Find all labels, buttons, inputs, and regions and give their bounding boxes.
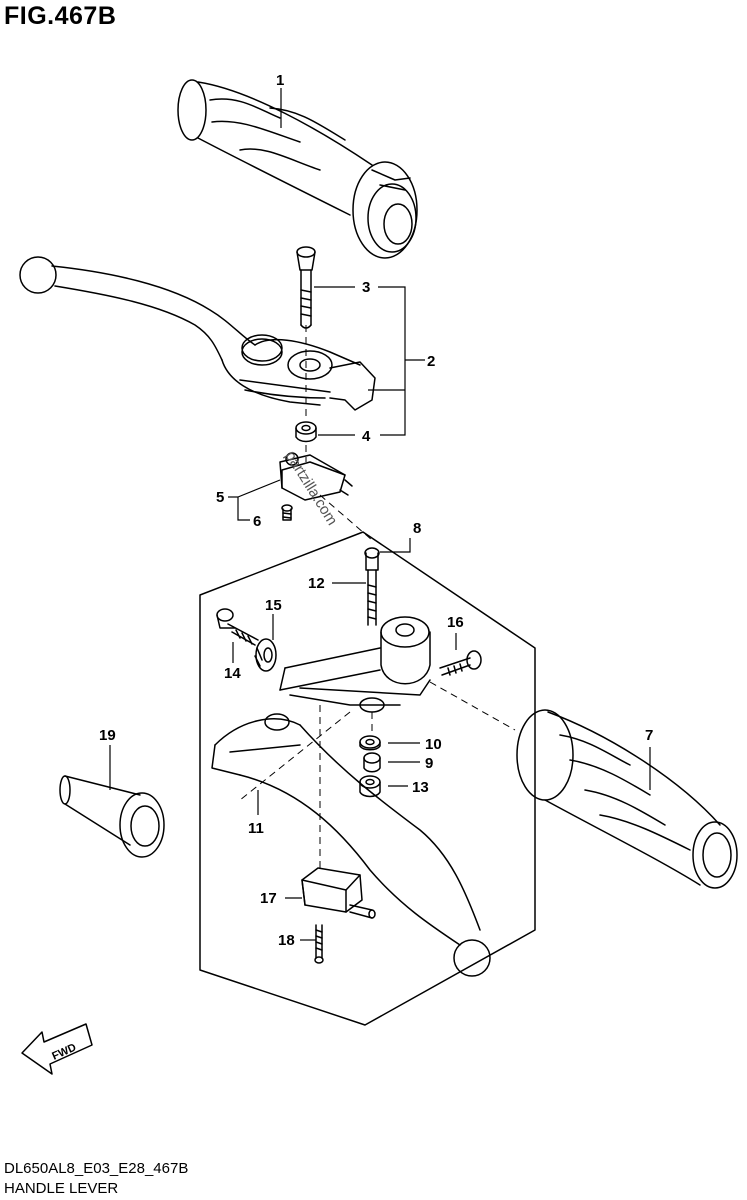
assembly-dash-lines [239, 325, 516, 870]
upper-lever-part [19, 256, 376, 411]
pivot-bolt-part [364, 547, 380, 626]
lever-bracket-part [279, 616, 431, 713]
callout-14: 14 [224, 665, 241, 682]
lever-assembly-frame [199, 531, 536, 1026]
fwd-arrow [21, 1023, 93, 1075]
leader-lines [109, 88, 651, 941]
grip-right-part [516, 709, 738, 889]
callout-8: 8 [413, 520, 421, 537]
pivot-washer-part [359, 735, 381, 751]
callout-1: 1 [276, 72, 284, 89]
bracket-bolt-part [216, 608, 259, 646]
footer-model-code: DL650AL8_E03_E28_467B [4, 1160, 189, 1177]
switch-screw-lower-part [314, 924, 324, 964]
callout-labels: 1 3 2 4 5 6 8 12 15 16 14 19 7 10 9 13 1… [99, 72, 653, 949]
callout-15: 15 [265, 597, 282, 614]
callout-7: 7 [645, 727, 653, 744]
lower-lever-part [211, 713, 491, 977]
callout-5: 5 [216, 489, 224, 506]
callout-17: 17 [260, 890, 277, 907]
grip-left-part [177, 79, 418, 259]
callout-11: 11 [248, 820, 264, 837]
callout-19: 19 [99, 727, 116, 744]
callout-12: 12 [308, 575, 325, 592]
lever-nut-part [295, 421, 317, 443]
callout-16: 16 [447, 614, 464, 631]
pivot-spacer-part [363, 752, 381, 773]
callout-3: 3 [362, 279, 370, 296]
pivot-nut-part [359, 775, 381, 798]
lever-bolt-part [296, 246, 316, 329]
lock-washer-part [254, 638, 277, 672]
switch-screw-upper-part [281, 504, 293, 521]
callout-9: 9 [425, 755, 433, 772]
callout-13: 13 [412, 779, 429, 796]
footer-figure-name: HANDLE LEVER [4, 1180, 119, 1197]
callout-10: 10 [425, 736, 442, 753]
callout-4: 4 [362, 428, 371, 445]
bar-end-part [59, 775, 165, 858]
callout-18: 18 [278, 932, 295, 949]
figure-title: FIG.467B [4, 2, 117, 30]
callout-6: 6 [253, 513, 261, 530]
clamp-bolt-part [439, 650, 482, 676]
lower-switch-part [301, 867, 376, 919]
callout-2: 2 [427, 353, 435, 370]
upper-switch-part [279, 452, 353, 501]
